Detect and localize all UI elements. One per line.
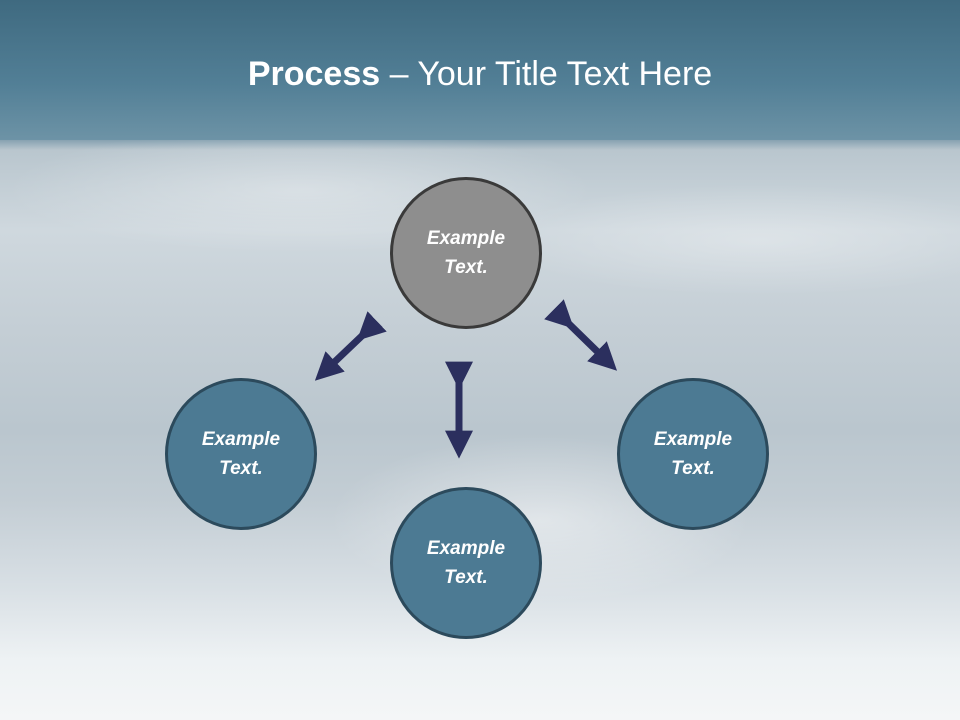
- node-right-line1: Example: [653, 429, 733, 450]
- node-top-line1: Example: [426, 228, 506, 249]
- title-band: [0, 0, 960, 140]
- title-bold: Process: [247, 55, 381, 93]
- arrow-top-right: [544, 299, 618, 371]
- node-top-line2: Text.: [444, 257, 488, 278]
- slide-title: Process – Your Title Text Here: [0, 52, 960, 96]
- node-bottom-line1: Example: [426, 538, 506, 559]
- node-left-line2: Text.: [219, 458, 263, 479]
- node-bottom-line2: Text.: [444, 567, 488, 588]
- title-rest: – Your Title Text Here: [380, 55, 713, 93]
- node-left-line1: Example: [201, 429, 281, 450]
- node-right-line2: Text.: [671, 458, 715, 479]
- arrow-top-left: [314, 311, 387, 381]
